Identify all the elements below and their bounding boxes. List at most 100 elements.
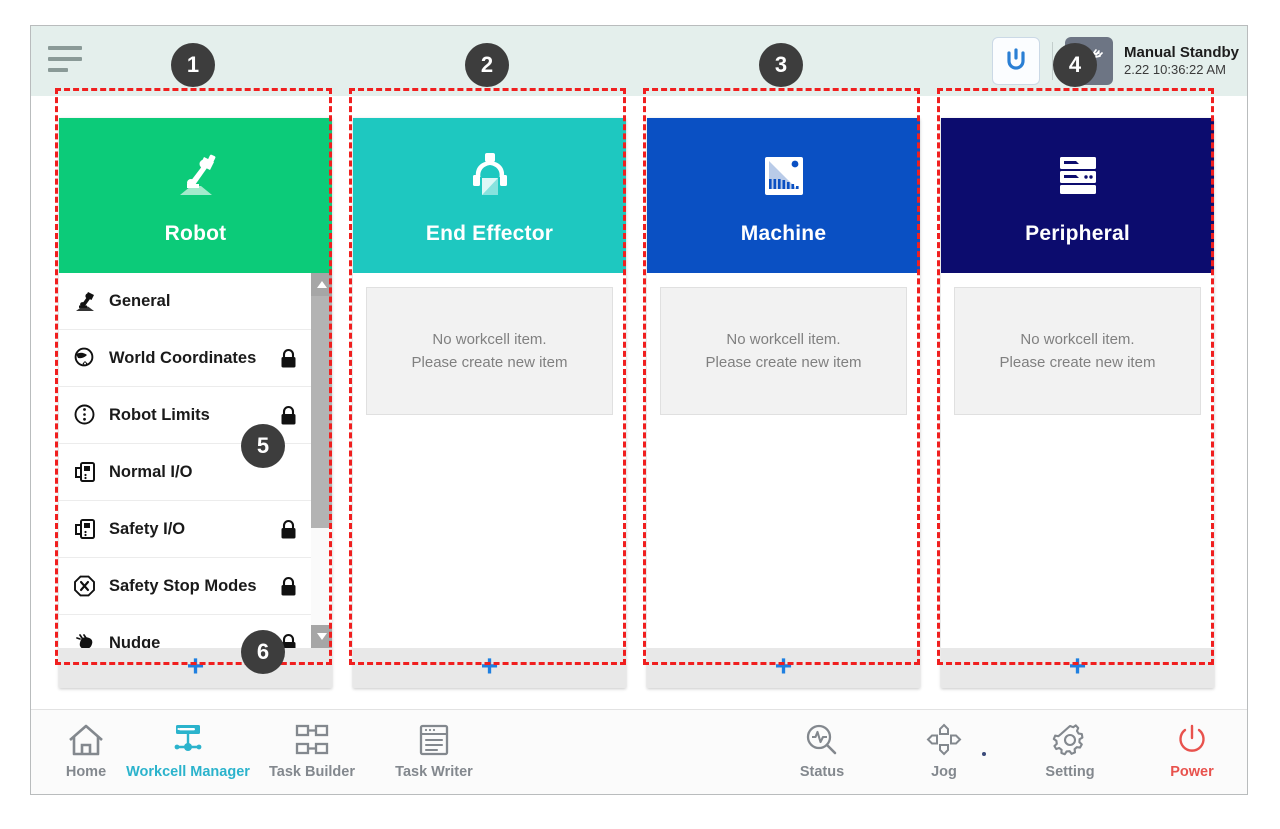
list-item-normal-io[interactable]: Normal I/O xyxy=(59,444,332,501)
annotation-badge-3: 3 xyxy=(759,43,803,87)
add-end-effector-item-button[interactable]: + xyxy=(353,648,626,688)
workcell-card-machine: Machine No workcell item. Please create … xyxy=(647,118,920,688)
nav-label: Power xyxy=(1170,764,1214,780)
nav-label: Home xyxy=(65,764,107,780)
reset-restart-icon xyxy=(1007,48,1025,70)
robot-list-scrollbar[interactable] xyxy=(311,273,332,648)
empty-line-1: No workcell item. xyxy=(1020,330,1135,348)
nav-label: Jog xyxy=(931,764,957,780)
list-item-robot-limits[interactable]: Robot Limits xyxy=(59,387,332,444)
annotation-badge-2: 2 xyxy=(465,43,509,87)
list-item-safety-io[interactable]: Safety I/O xyxy=(59,501,332,558)
header-right-group: Manual Standby 2.22 10:36:22 AM xyxy=(991,26,1239,96)
card-body-peripheral: No workcell item. Please create new item xyxy=(941,273,1214,648)
robot-arm-icon xyxy=(168,146,224,206)
list-item-world-coordinates[interactable]: World Coordinates xyxy=(59,330,332,387)
workcell-cards-area: Robot General xyxy=(31,96,1247,711)
limits-circle-icon xyxy=(73,403,103,427)
workcell-card-peripheral: Peripheral No workcell item. Please crea… xyxy=(941,118,1214,688)
list-item-safety-stop-modes[interactable]: Safety Stop Modes xyxy=(59,558,332,615)
hamburger-line xyxy=(48,68,68,72)
list-item-label: Safety I/O xyxy=(109,519,186,538)
scroll-down-arrow-icon[interactable] xyxy=(311,625,332,648)
task-writer-icon xyxy=(417,720,451,760)
list-item-label: General xyxy=(109,291,171,310)
hamburger-line xyxy=(48,46,82,50)
io-port-icon xyxy=(73,460,103,484)
list-item-label: Nudge xyxy=(109,633,161,649)
hamburger-menu-icon[interactable] xyxy=(48,42,88,76)
lock-icon xyxy=(279,633,298,648)
lock-icon xyxy=(279,348,298,369)
add-machine-item-button[interactable]: + xyxy=(647,648,920,688)
power-icon xyxy=(1175,720,1209,760)
header-divider xyxy=(1051,42,1053,80)
workcell-card-robot: Robot General xyxy=(59,118,332,688)
jog-dpad-icon xyxy=(925,720,963,760)
nav-label: Status xyxy=(799,764,845,780)
list-item-label: World Coordinates xyxy=(109,348,257,367)
card-title-robot: Robot xyxy=(164,221,227,245)
card-header-machine[interactable]: Machine xyxy=(647,118,920,273)
card-header-end-effector[interactable]: End Effector xyxy=(353,118,626,273)
plus-icon: + xyxy=(774,649,793,683)
add-robot-item-button[interactable]: + xyxy=(59,648,332,688)
task-builder-icon xyxy=(292,720,332,760)
gear-icon xyxy=(1052,720,1088,760)
annotation-badge-6: 6 xyxy=(241,630,285,674)
nav-label: Workcell Manager xyxy=(126,764,250,780)
empty-state-machine: No workcell item. Please create new item xyxy=(660,287,907,415)
list-item-nudge[interactable]: Nudge xyxy=(59,615,332,648)
nav-item-task-builder[interactable]: Task Builder xyxy=(257,720,367,788)
annotation-badge-4: 4 xyxy=(1053,43,1097,87)
bottom-navigation-bar: Home Workcell Manager xyxy=(31,709,1247,794)
nav-item-jog[interactable]: Jog xyxy=(889,720,999,788)
nav-item-power[interactable]: Power xyxy=(1137,720,1247,788)
empty-line-1: No workcell item. xyxy=(432,330,547,348)
nav-item-setting[interactable]: Setting xyxy=(1015,720,1125,788)
empty-line-1: No workcell item. xyxy=(726,330,841,348)
hamburger-line xyxy=(48,57,82,61)
stop-x-icon xyxy=(73,574,103,598)
card-body-end-effector: No workcell item. Please create new item xyxy=(353,273,626,648)
nav-item-home[interactable]: Home xyxy=(31,720,141,788)
add-peripheral-item-button[interactable]: + xyxy=(941,648,1214,688)
robot-arm-icon xyxy=(73,290,103,312)
io-port-icon xyxy=(73,517,103,541)
plus-icon: + xyxy=(1068,649,1087,683)
scroll-up-arrow-icon[interactable] xyxy=(311,273,332,296)
gripper-icon xyxy=(465,146,515,206)
reset-restart-button[interactable] xyxy=(991,37,1040,85)
card-title-machine: Machine xyxy=(740,221,827,245)
status-datetime: 2.22 10:36:22 AM xyxy=(1123,62,1226,78)
empty-line-2: Please create new item xyxy=(999,354,1156,371)
robot-settings-list: General World Coordinates xyxy=(59,273,332,648)
nav-item-workcell-manager[interactable]: Workcell Manager xyxy=(126,720,250,788)
empty-line-2: Please create new item xyxy=(411,354,568,371)
nav-item-status[interactable]: Status xyxy=(767,720,877,788)
lock-icon xyxy=(279,576,298,597)
lock-icon xyxy=(279,519,298,540)
card-title-end-effector: End Effector xyxy=(425,221,554,245)
status-scope-icon xyxy=(804,720,840,760)
machine-cnc-icon xyxy=(759,146,809,206)
scrollbar-thumb[interactable] xyxy=(311,296,332,528)
workcell-manager-icon xyxy=(167,720,209,760)
status-text-block: Manual Standby 2.22 10:36:22 AM xyxy=(1124,44,1239,79)
jog-setting-separator-dot xyxy=(982,752,986,756)
card-header-robot[interactable]: Robot xyxy=(59,118,332,273)
card-header-peripheral[interactable]: Peripheral xyxy=(941,118,1214,273)
status-title: Manual Standby xyxy=(1123,43,1239,61)
card-body-robot: General World Coordinates xyxy=(59,273,332,648)
list-item-label: Robot Limits xyxy=(109,405,210,424)
plus-icon: + xyxy=(480,649,499,683)
nav-label: Task Writer xyxy=(395,764,473,780)
nudge-hand-icon xyxy=(73,631,103,648)
card-title-peripheral: Peripheral xyxy=(1025,221,1130,245)
annotation-badge-1: 1 xyxy=(171,43,215,87)
empty-line-2: Please create new item xyxy=(705,354,862,371)
list-item-label: Safety Stop Modes xyxy=(109,576,257,595)
globe-coord-icon xyxy=(73,346,103,370)
nav-item-task-writer[interactable]: Task Writer xyxy=(379,720,489,788)
list-item-general[interactable]: General xyxy=(59,273,332,330)
